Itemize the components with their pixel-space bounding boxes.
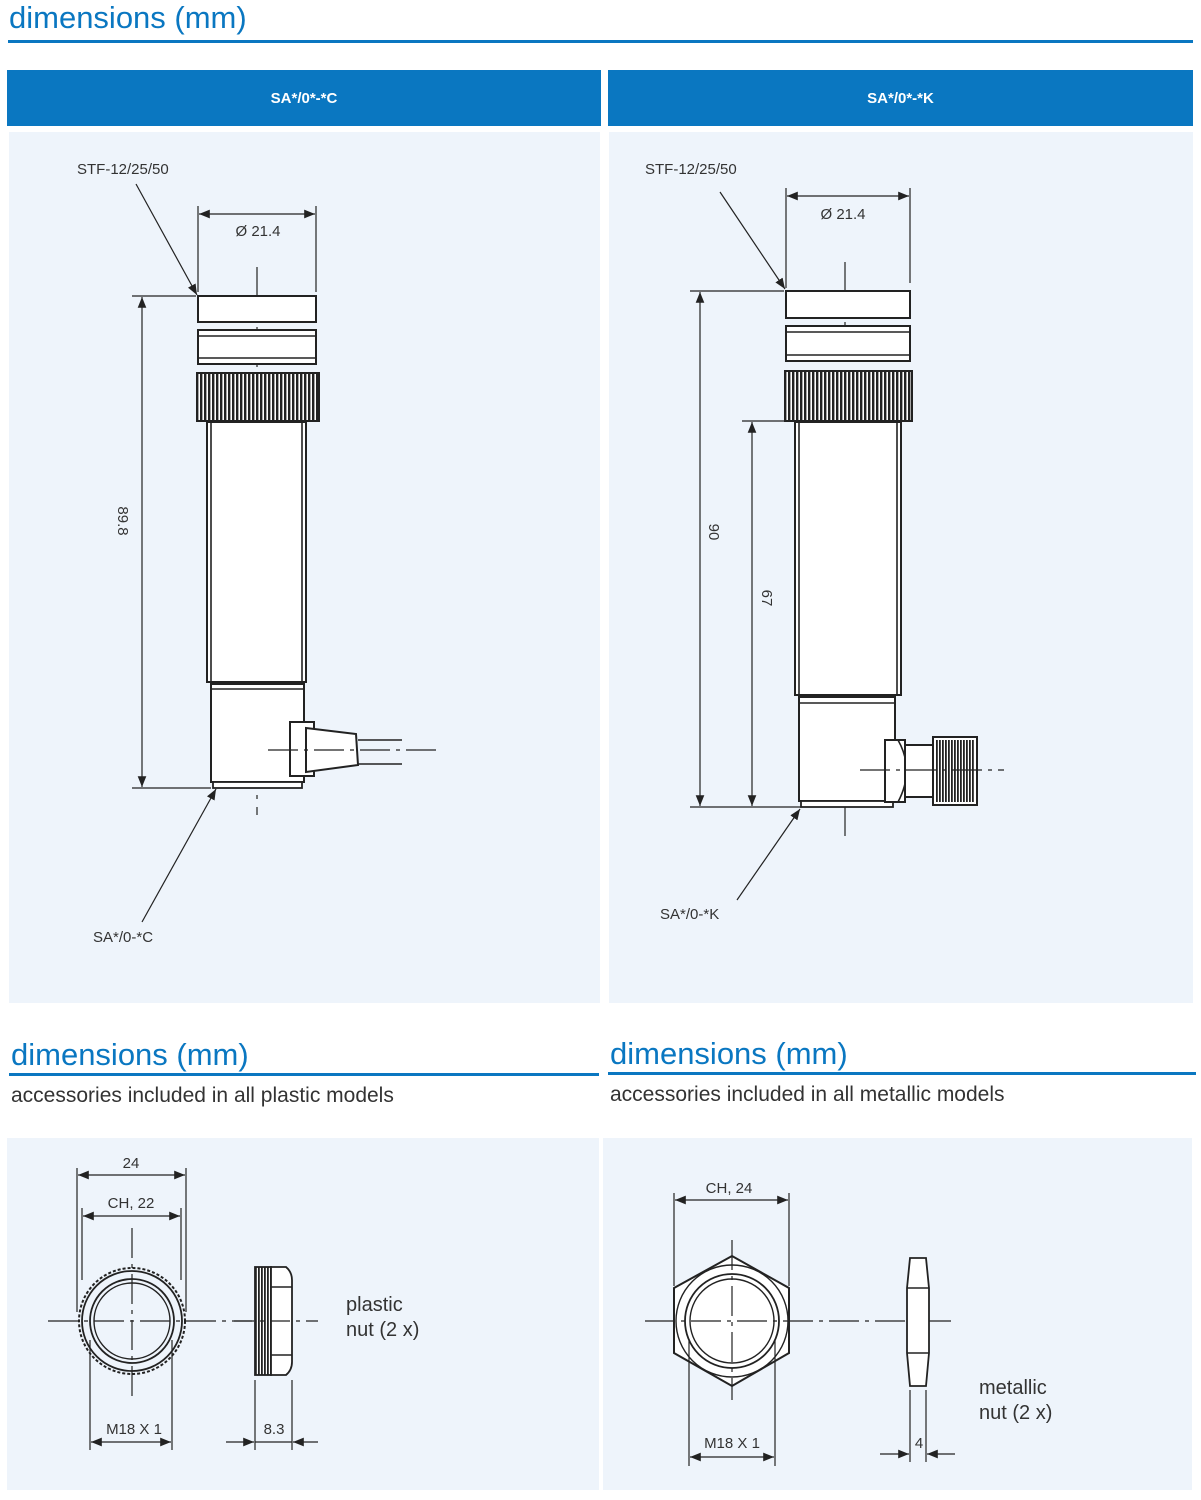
metallic-rule (608, 1072, 1196, 1075)
dim-metallic-thickness: 4 (915, 1435, 923, 1452)
label-k-bottom: SA*/0-*K (660, 906, 719, 923)
plastic-section-title: dimensions (mm) (11, 1037, 249, 1072)
plastic-subtitle: accessories included in all plastic mode… (11, 1084, 394, 1107)
metallic-nut-label-2: nut (2 x) (979, 1402, 1052, 1424)
dim-c-diameter: Ø 21.4 (235, 223, 280, 240)
plastic-nut-label-2: nut (2 x) (346, 1319, 419, 1341)
column-header-c: SA*/0*-*C (7, 70, 601, 126)
label-c-top: STF-12/25/50 (77, 161, 169, 178)
dim-plastic-outer: 24 (123, 1155, 140, 1172)
metallic-nut-drawing (645, 1193, 955, 1466)
dim-k-length-body: 67 (758, 590, 775, 607)
plastic-rule (9, 1073, 599, 1076)
metallic-subtitle: accessories included in all metallic mod… (610, 1083, 1005, 1106)
dim-plastic-thickness: 8.3 (264, 1421, 285, 1438)
dim-k-length-total: 90 (705, 524, 722, 541)
title-rule (8, 40, 1193, 43)
dim-c-length: 89.8 (114, 506, 131, 535)
sensor-k-drawing (690, 188, 1004, 901)
metallic-nut-label-1: metallic (979, 1377, 1047, 1399)
column-header-k: SA*/0*-*K (608, 70, 1193, 126)
page-title: dimensions (mm) (9, 0, 247, 35)
dim-metallic-thread: M18 X 1 (704, 1435, 760, 1452)
label-c-bottom: SA*/0-*C (93, 929, 153, 946)
panel-plastic-nut (7, 1138, 599, 1490)
plastic-nut-drawing (48, 1168, 318, 1450)
sensor-c-drawing (132, 183, 438, 923)
plastic-nut-label-1: plastic (346, 1294, 403, 1316)
dim-plastic-ch: CH, 22 (108, 1195, 155, 1212)
metallic-section-title: dimensions (mm) (610, 1036, 848, 1071)
dim-plastic-thread: M18 X 1 (106, 1421, 162, 1438)
label-k-top: STF-12/25/50 (645, 161, 737, 178)
dim-metallic-ch: CH, 24 (706, 1180, 753, 1197)
dim-k-diameter: Ø 21.4 (820, 206, 865, 223)
